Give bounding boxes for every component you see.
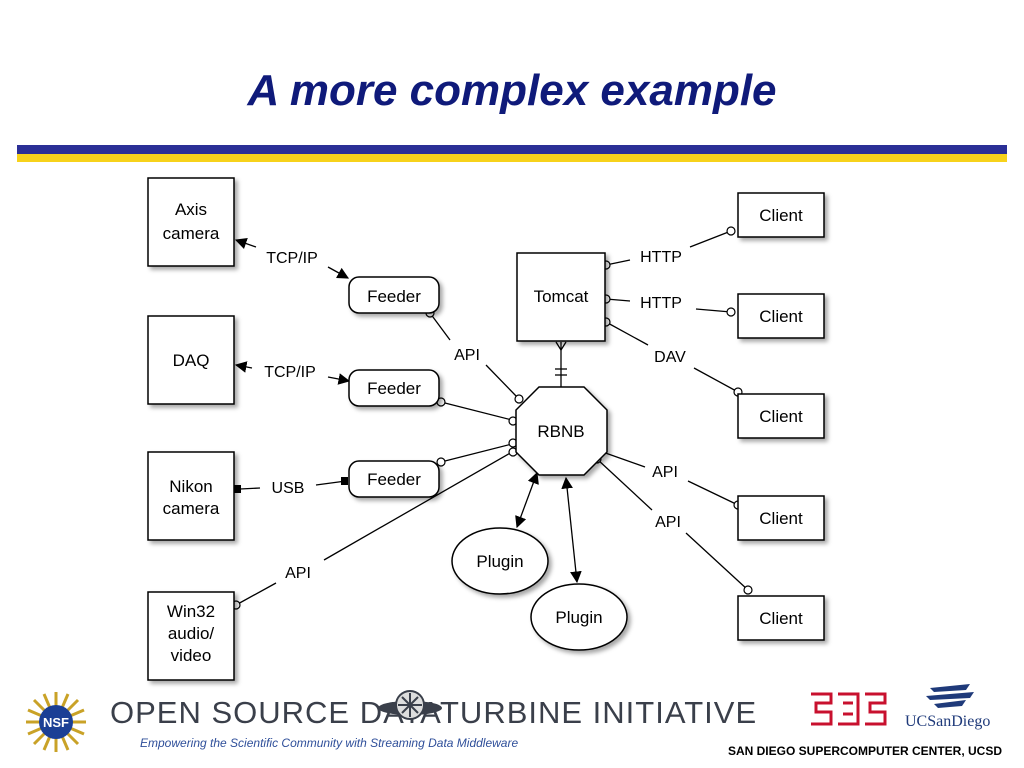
label-win32-line2: audio/ (168, 624, 215, 643)
label-rbnb: RBNB (537, 422, 584, 441)
node-client-5 (737, 595, 825, 641)
osdt-tagline: Empowering the Scientific Community with… (140, 736, 519, 750)
node-nikon-camera (147, 451, 235, 541)
node-rbnb (515, 386, 608, 476)
node-win32 (147, 591, 235, 681)
label-feeder-2: Feeder (367, 379, 421, 398)
nsf-logo-icon: NSF (26, 692, 86, 752)
label-nikon-line2: camera (163, 499, 220, 518)
label-daq: DAQ (173, 351, 210, 370)
label-plugin-1: Plugin (476, 552, 523, 571)
edge-tomcat-dav (605, 321, 649, 346)
label-client-2: Client (759, 307, 803, 326)
title-divider-yellow (17, 154, 1007, 162)
edge-tcp-feeder1 (327, 266, 350, 279)
ucsd-trident-icon (926, 684, 974, 708)
edge-label-tcp-ip-1: TCP/IP (266, 250, 318, 267)
edge-feeder3-rbnb (440, 443, 513, 463)
edge-label-dav: DAV (654, 349, 686, 366)
edge-api4-client4 (687, 480, 739, 506)
label-feeder-1: Feeder (367, 287, 421, 306)
label-feeder-3: Feeder (367, 470, 421, 489)
node-plugin-2 (530, 583, 628, 651)
edge-daq-tcp (234, 361, 253, 373)
edge-label-http-1: HTTP (640, 249, 682, 266)
edge-http2-client2 (695, 308, 732, 313)
edge-rbnb-plugin1 (515, 471, 539, 529)
svg-text:NSF: NSF (43, 715, 69, 730)
edge-rbnb-plugin2 (561, 476, 582, 584)
institution-label: SAN DIEGO SUPERCOMPUTER CENTER, UCSD (727, 744, 1002, 758)
ucsd-logo-text: UCSanDiego (905, 713, 991, 730)
edge-tcp-feeder2 (327, 373, 351, 385)
label-axis-line2: camera (163, 224, 220, 243)
label-nikon-line1: Nikon (169, 477, 212, 496)
title-divider-blue (17, 145, 1007, 154)
node-daq (147, 315, 235, 405)
label-tomcat: Tomcat (534, 287, 589, 306)
slide-title: A more complex example (247, 66, 777, 115)
label-client-1: Client (759, 206, 803, 225)
node-tomcat (516, 252, 606, 342)
edge-label-api-client-4: API (652, 464, 678, 481)
node-feeder-2 (348, 369, 440, 407)
edge-api5-client5 (685, 532, 749, 591)
label-client-3: Client (759, 407, 803, 426)
turbine-logo-icon (378, 690, 442, 720)
edge-api-rbnb-2 (323, 451, 513, 561)
node-client-2 (737, 293, 825, 339)
node-client-3 (737, 393, 825, 439)
osdt-title-right: TURBINE INITIATIVE (440, 695, 758, 730)
edge-feeder1-api (429, 312, 451, 341)
label-client-5: Client (759, 609, 803, 628)
label-client-4: Client (759, 509, 803, 528)
edge-axis-tcp (234, 237, 257, 250)
edge-api-rbnb (485, 364, 519, 399)
edge-rbnb-api5 (596, 458, 653, 511)
label-win32-line1: Win32 (167, 602, 215, 621)
edge-label-usb: USB (272, 480, 305, 497)
edge-feeder2-rbnb (440, 401, 513, 421)
label-win32-line3: video (171, 646, 212, 665)
edge-label-http-2: HTTP (640, 295, 682, 312)
edge-win32-api (235, 582, 277, 606)
edge-nikon-usb (239, 487, 261, 490)
label-plugin-2: Plugin (555, 608, 602, 627)
sdsc-logo-icon (811, 692, 887, 726)
node-axis-camera (147, 177, 235, 267)
edge-dav-client3 (693, 367, 739, 393)
node-feeder-1 (348, 276, 440, 314)
edge-label-tcp-ip-2: TCP/IP (264, 364, 316, 381)
node-client-1 (737, 192, 825, 238)
edge-label-api-feeder: API (454, 347, 480, 364)
edge-label-api-client-5: API (655, 514, 681, 531)
node-client-4 (737, 495, 825, 541)
node-plugin-1 (451, 527, 549, 595)
edge-label-api-win32: API (285, 565, 311, 582)
node-feeder-3 (348, 460, 440, 498)
label-axis-line1: Axis (175, 200, 207, 219)
edge-http1-client1 (689, 230, 732, 248)
